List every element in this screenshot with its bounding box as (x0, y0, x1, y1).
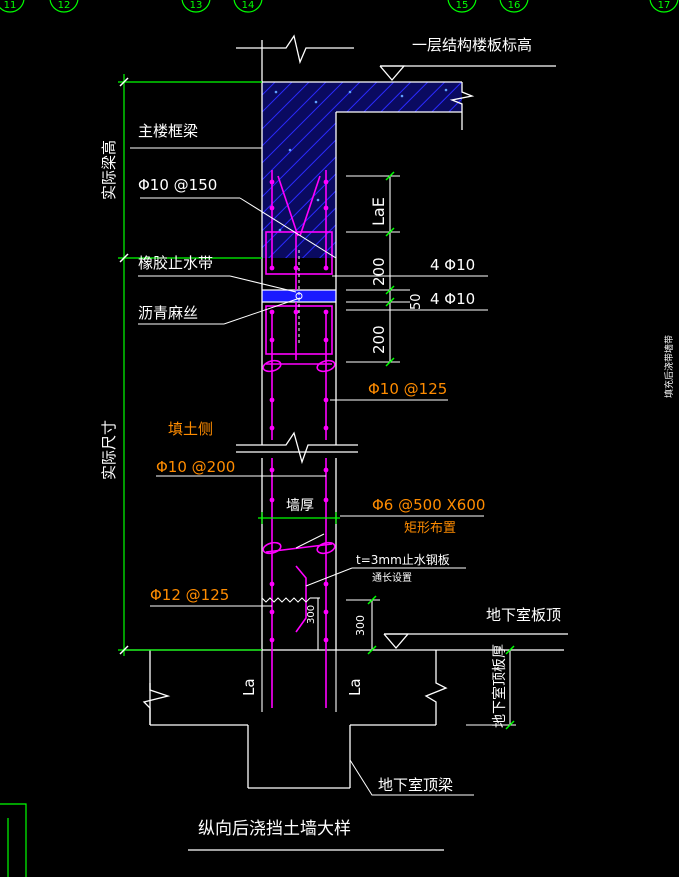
dim-200-bottom: 200 (370, 325, 388, 354)
wall-thickness-dim (258, 512, 340, 524)
rebar-dots (269, 179, 329, 643)
phi10-125-label: Φ10 @125 (368, 380, 447, 398)
grid-label: 15 (456, 0, 469, 11)
dim-50: 50 (409, 293, 424, 310)
phi12-125-label: Φ12 @125 (150, 586, 229, 604)
drawing-title: 纵向后浇挡土墙大样 (198, 819, 351, 839)
main-beam-label: 主楼框梁 (138, 122, 198, 140)
waterstop-band (262, 290, 336, 302)
grid-label: 12 (58, 0, 71, 11)
fill-side-label: 填土侧 (168, 420, 213, 438)
corner-frame (0, 803, 27, 877)
floor-slab-level-label: 一层结构楼板标高 (412, 36, 532, 54)
left-dim-ticks (119, 77, 129, 655)
dim-300-inner: 300 (306, 605, 317, 624)
grid-label: 11 (4, 0, 17, 11)
grid-label: 16 (508, 0, 521, 11)
right-dim-ticks (367, 171, 515, 730)
basement-slab-thickness: 地下室顶板厚 (491, 644, 508, 728)
basement-top-beam-label: 地下室顶梁 (378, 776, 453, 794)
left-dimensions (118, 74, 262, 656)
basement-slab-top-label: 地下室板顶 (486, 606, 561, 624)
bars-4phi10-bottom: 4 Φ10 (430, 290, 475, 308)
phi10-150-label: Φ10 @150 (138, 176, 217, 194)
main-beam-hatch (262, 82, 462, 258)
wall-outline (124, 34, 568, 851)
la-dims (261, 650, 337, 712)
grid-axis-bubbles (0, 0, 679, 13)
asphalt-hemp-label: 沥青麻丝 (138, 304, 198, 322)
steel-plate-line (261, 597, 311, 603)
dim-lae: LaE (369, 197, 388, 226)
la-left: La (240, 678, 258, 696)
leaders (130, 147, 488, 796)
dim-300-outer: 300 (354, 615, 367, 636)
wall-thickness-label: 墙厚 (286, 498, 314, 514)
full-length-label: 通长设置 (372, 572, 412, 584)
bars-4phi10-top: 4 Φ10 (430, 256, 475, 274)
concrete-speckles (274, 88, 448, 232)
grid-label: 13 (190, 0, 203, 11)
grid-label: 17 (658, 0, 671, 11)
rubber-waterstop-label: 橡胶止水带 (138, 254, 213, 272)
phi6-label: Φ6 @500 X600 (372, 496, 485, 514)
phi10-200-label: Φ10 @200 (156, 458, 235, 476)
grid-label: 14 (242, 0, 255, 11)
la-right: La (346, 678, 364, 696)
waterstop-center (295, 292, 303, 300)
steel-plate-label: t=3mm止水钢板 (356, 553, 450, 567)
actual-beam-height: 实际梁高 (100, 140, 118, 200)
actual-size: 实际尺寸 (100, 420, 118, 480)
side-note: 填充后浇带墙带 (663, 335, 675, 398)
rect-layout-label: 矩形布置 (404, 521, 456, 536)
right-dimensions (310, 175, 516, 726)
dim-200-top: 200 (370, 257, 388, 286)
